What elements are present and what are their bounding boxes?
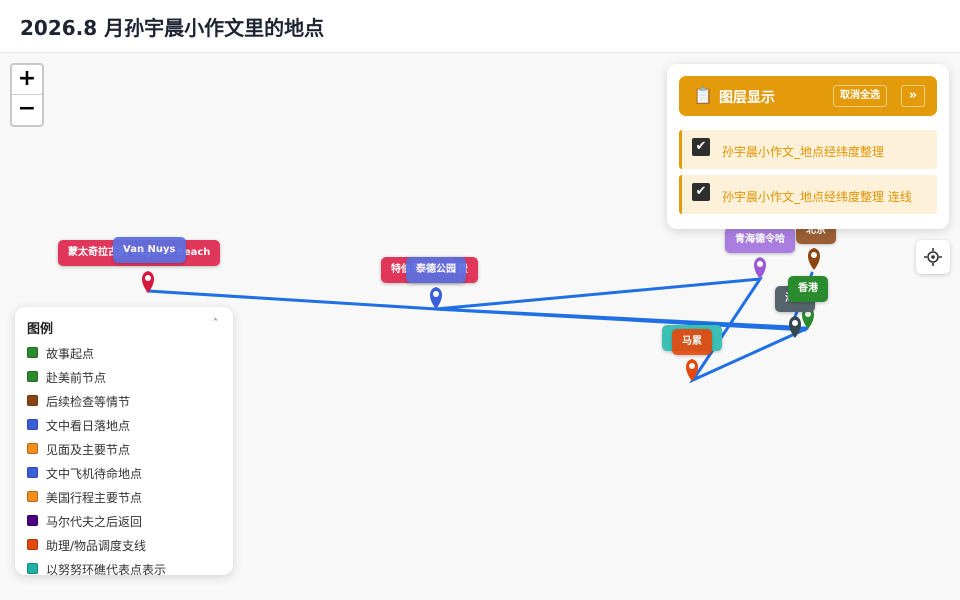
legend-label: 文中看日落地点 <box>46 419 131 433</box>
legend-panel: 图例 ˄ 故事起点赴美前节点后续检查等情节文中看日落地点见面及主要节点文中飞机待… <box>15 307 233 575</box>
zoom-out-button[interactable]: − <box>17 96 37 121</box>
legend-swatch <box>27 515 38 526</box>
legend-label: 故事起点 <box>46 347 95 361</box>
crosshair-icon <box>924 248 942 266</box>
zoom-control: + − <box>10 63 44 127</box>
route-lines <box>142 248 820 384</box>
legend-label: 见面及主要节点 <box>46 443 131 457</box>
legend-swatch <box>27 371 38 382</box>
legend-label: 美国行程主要节点 <box>46 491 143 505</box>
locate-button[interactable] <box>916 240 950 274</box>
marker-maldives <box>686 359 698 381</box>
marker-hainan <box>789 316 801 338</box>
marker-qinghai <box>754 257 766 279</box>
app-header: 2026.8 月孙宇晨小作文里的地点 <box>0 0 960 53</box>
marker-laguna <box>142 271 154 293</box>
legend-swatch <box>27 443 38 454</box>
expand-button[interactable]: » <box>901 85 925 107</box>
legend-label: 助理/物品调度支线 <box>46 539 147 553</box>
checkbox-checked-icon[interactable]: ✔ <box>692 183 710 201</box>
legend-title: 图例 <box>27 322 54 337</box>
label-maldives[interactable]: 马累 <box>672 329 712 355</box>
layer-row-lines[interactable]: ✔ 孙宇晨小作文_地点经纬度整理 连线 <box>679 175 937 214</box>
layer-label: 孙宇晨小作文_地点经纬度整理 连线 <box>722 190 912 204</box>
legend-label: 马尔代夫之后返回 <box>46 515 143 529</box>
label-qinghai[interactable]: 青海德令哈 <box>725 227 795 253</box>
legend-label: 赴美前节点 <box>46 371 107 385</box>
layer-panel: 📋 图层显示 取消全选 » ✔ 孙宇晨小作文_地点经纬度整理 ✔ 孙宇晨小作文_… <box>667 64 949 229</box>
marker-hongkong <box>802 307 814 329</box>
legend-swatch <box>27 539 38 550</box>
legend-label: 后续检查等情节 <box>46 395 131 409</box>
marker-teterboro <box>430 287 442 309</box>
route-line <box>434 307 807 332</box>
legend-swatch <box>27 395 38 406</box>
legend-swatch <box>27 419 38 430</box>
legend-swatch <box>27 491 38 502</box>
legend-swatch <box>27 347 38 358</box>
layer-panel-title: 图层显示 <box>719 90 775 106</box>
layer-panel-header: 📋 图层显示 取消全选 » <box>679 76 937 116</box>
zoom-in-button[interactable]: + <box>12 65 42 95</box>
label-hongkong[interactable]: 香港 <box>788 276 828 302</box>
layer-row-points[interactable]: ✔ 孙宇晨小作文_地点经纬度整理 <box>679 130 937 169</box>
legend-swatch <box>27 467 38 478</box>
legend-label: 文中飞机待命地点 <box>46 467 143 481</box>
checkbox-checked-icon[interactable]: ✔ <box>692 138 710 156</box>
deselect-all-button[interactable]: 取消全选 <box>833 85 887 107</box>
label-taide-park[interactable]: 泰德公园 <box>406 257 466 283</box>
legend-label: 以努努环礁代表点表示 <box>46 563 167 575</box>
clipboard-icon: 📋 <box>693 86 713 105</box>
marker-beijing <box>808 248 820 270</box>
label-van-nuys[interactable]: Van Nuys <box>113 237 186 263</box>
page-title: 2026.8 月孙宇晨小作文里的地点 <box>20 16 325 40</box>
legend-swatch <box>27 563 38 574</box>
layer-label: 孙宇晨小作文_地点经纬度整理 <box>722 145 885 159</box>
collapse-caret-icon[interactable]: ˄ <box>213 318 218 329</box>
